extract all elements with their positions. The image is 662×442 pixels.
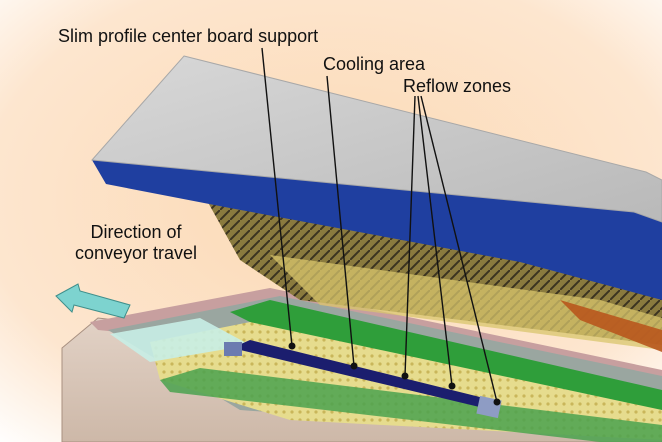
lid-top [90,55,662,223]
leader-cooling-area [326,75,355,367]
label-slim-profile-support: Slim profile center board support [58,26,319,46]
center-board-support-bar [232,340,500,410]
leader-slim-profile [261,47,293,347]
dot-cooling-area [350,362,358,370]
leader-lines [261,47,498,403]
dot-reflow-zone-2 [448,382,456,390]
lid-blue-band [92,160,662,300]
dot-reflow-zone-3 [493,398,501,406]
label-direction-line1: Direction of [90,222,182,242]
leader-reflow-zone-2 [417,95,453,387]
label-reflow-zones: Reflow zones [403,76,512,96]
leader-reflow-zone-3 [420,95,498,403]
front-green-rail [160,368,662,442]
green-conveyor-rail [230,300,662,410]
leader-dots [288,342,501,406]
dot-reflow-zone-1 [401,372,409,380]
support-start-bracket [224,342,242,356]
dot-slim-profile [288,342,296,350]
lid-underside-heaters [270,255,662,350]
label-cooling-area: Cooling area [323,54,426,74]
conveyor-direction-arrow [55,283,131,319]
leader-reflow-zone-1 [404,95,416,377]
label-conveyor-direction: Direction of conveyor travel [66,222,206,264]
lid-orange-edge [560,300,662,352]
cooling-zone-area [110,318,250,362]
label-direction-line2: conveyor travel [74,243,198,263]
